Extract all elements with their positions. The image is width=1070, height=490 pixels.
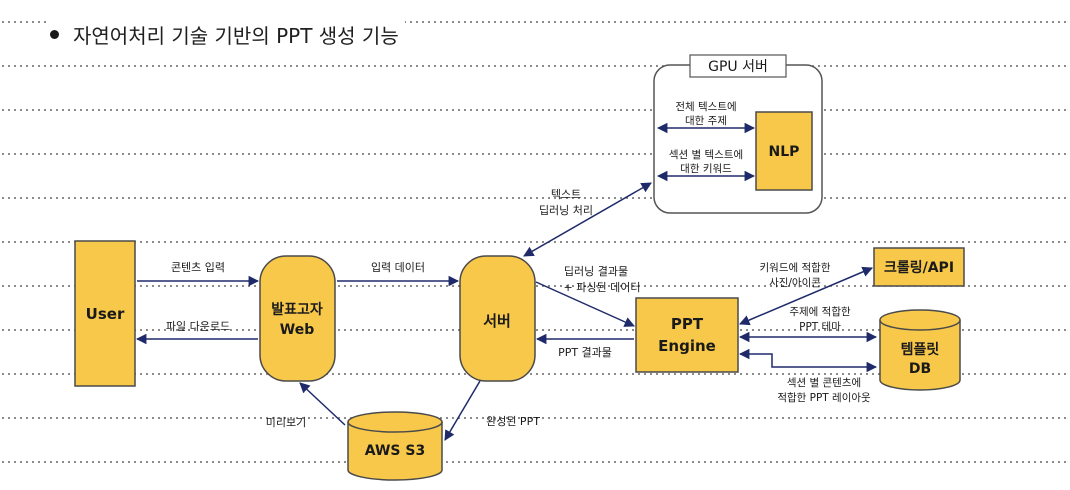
template-db: 템플릿 DB bbox=[879, 309, 961, 391]
label-kw-photo-1: 키워드에 적합한 bbox=[760, 261, 831, 274]
label-nlp-topic-1: 전체 텍스트에 bbox=[675, 101, 736, 113]
label-preview: 미리보기 bbox=[266, 416, 306, 429]
user-label: User bbox=[86, 305, 125, 323]
label-kw-photo-2: 사진/아이콘 bbox=[769, 277, 821, 289]
arrow-engine-crawling bbox=[739, 266, 873, 326]
label-file-download: 파일 다운로드 bbox=[166, 319, 230, 333]
nlp-label: NLP bbox=[769, 144, 800, 160]
label-nlp-topic-2: 대한 주제 bbox=[685, 115, 727, 127]
bullet-icon bbox=[50, 29, 59, 39]
arrow-server-to-engine bbox=[535, 281, 635, 327]
label-completed-ppt: 완성된 PPT bbox=[486, 415, 540, 428]
template-db-line2: DB bbox=[909, 361, 931, 377]
ppt-engine-line2: Engine bbox=[658, 337, 716, 355]
label-input-data: 입력 데이터 bbox=[371, 261, 425, 274]
ppt-engine-box bbox=[635, 297, 739, 373]
slide-title: 자연어처리 기술 기반의 PPT 생성 기능 bbox=[73, 23, 399, 48]
web-box bbox=[259, 255, 336, 382]
aws-s3: AWS S3 bbox=[347, 411, 443, 481]
server-box bbox=[459, 255, 536, 382]
label-content-input: 콘텐츠 입력 bbox=[171, 261, 225, 274]
aws-s3-body bbox=[347, 422, 443, 481]
arrow-server-gpu bbox=[523, 182, 652, 257]
gpu-server-title-box bbox=[689, 54, 787, 78]
label-layout-1: 섹션 별 콘텐츠에 bbox=[787, 377, 861, 389]
label-topic-theme-1: 주제에 적합한 bbox=[789, 306, 851, 318]
label-text-dl-1: 텍스트 bbox=[551, 188, 581, 201]
crawling-api-box bbox=[873, 247, 965, 287]
template-db-top bbox=[879, 309, 961, 331]
template-db-line1: 템플릿 bbox=[901, 341, 940, 358]
nlp-box bbox=[755, 111, 813, 191]
ppt-engine-line1: PPT bbox=[671, 315, 704, 333]
label-dl-result-1: 딥러닝 결과물 bbox=[564, 265, 628, 278]
template-db-body bbox=[879, 320, 961, 391]
aws-s3-label: AWS S3 bbox=[365, 443, 425, 459]
arrow-engine-layout bbox=[738, 348, 878, 373]
web-label-line1: 발표고자 bbox=[271, 301, 323, 318]
label-dl-result-2: + 파싱된 데이터 bbox=[564, 281, 641, 294]
web-label-line2: Web bbox=[280, 322, 314, 338]
slide-header: 자연어처리 기술 기반의 PPT 생성 기능 bbox=[50, 18, 405, 50]
user-box bbox=[74, 240, 136, 387]
arrow-server-to-s3 bbox=[444, 380, 481, 441]
server-label: 서버 bbox=[483, 312, 511, 330]
label-layout-2: 적합한 PPT 레이아웃 bbox=[777, 392, 871, 404]
label-nlp-keyword-2: 대한 키워드 bbox=[680, 162, 732, 175]
arrow-s3-to-web bbox=[299, 382, 346, 426]
crawling-api-label: 크롤링/API bbox=[884, 259, 954, 276]
label-text-dl-2: 딥러닝 처리 bbox=[539, 204, 593, 217]
label-topic-theme-2: PPT 테마 bbox=[799, 321, 841, 333]
aws-s3-top bbox=[347, 411, 443, 433]
label-nlp-keyword-1: 섹션 별 텍스트에 bbox=[669, 149, 743, 161]
label-ppt-result: PPT 결과물 bbox=[558, 346, 612, 359]
gpu-server-title: GPU 서버 bbox=[708, 59, 768, 75]
